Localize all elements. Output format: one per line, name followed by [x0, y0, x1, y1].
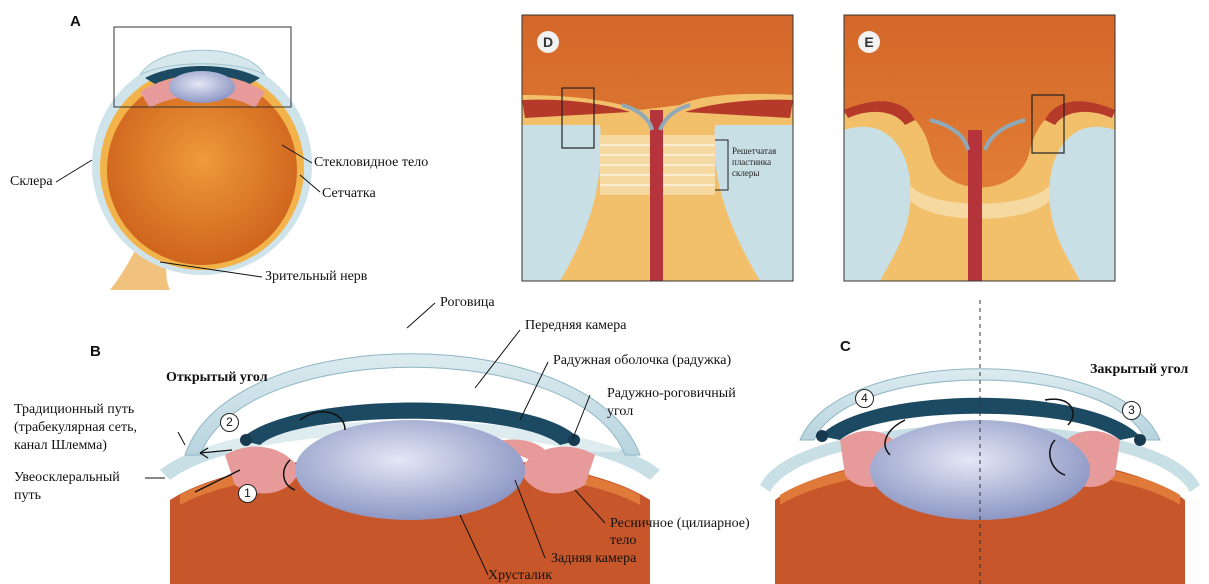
label-iridocorneal-1: Радужно-роговичный — [607, 386, 736, 402]
marker-2: 2 — [220, 413, 239, 432]
panel-b-open-angle — [145, 303, 660, 584]
label-closed-angle: Закрытый угол — [1090, 362, 1188, 378]
label-uveoscleral-1: Увеосклеральный — [14, 470, 120, 486]
panel-a-eye — [56, 27, 320, 290]
label-cornea: Роговица — [440, 295, 495, 311]
label-lamina-2: пластинка — [732, 157, 771, 167]
label-traditional-3: канал Шлемма) — [14, 438, 107, 454]
label-sclera: Склера — [10, 174, 53, 190]
label-anterior-chamber: Передняя камера — [525, 318, 626, 334]
label-traditional-1: Традиционный путь — [14, 402, 134, 418]
label-lamina-1: Решетчатая — [732, 146, 776, 156]
label-open-angle: Открытый угол — [166, 370, 268, 386]
label-lens: Хрусталик — [488, 568, 552, 584]
label-vitreous: Стекловидное тело — [314, 155, 428, 171]
label-posterior-chamber: Задняя камера — [551, 551, 636, 567]
panel-c-closed-angle — [760, 300, 1200, 584]
label-iridocorneal-2: угол — [607, 404, 633, 420]
label-iris: Радужная оболочка (радужка) — [553, 353, 731, 369]
label-traditional-2: (трабекулярная сеть, — [14, 420, 137, 436]
label-lamina-3: склеры — [732, 168, 759, 178]
panel-label-d: D — [537, 31, 559, 53]
label-retina: Сетчатка — [322, 186, 376, 202]
lens-b — [295, 420, 525, 520]
panel-label-b: B — [90, 343, 101, 360]
label-optic-nerve: Зрительный нерв — [265, 269, 367, 285]
label-ciliary-1: Ресничное (цилиарное) — [610, 516, 750, 532]
panel-label-e: E — [858, 31, 880, 53]
lens-a — [169, 71, 235, 103]
panel-label-c: C — [840, 338, 851, 355]
label-ciliary-2: тело — [610, 533, 636, 549]
marker-3: 3 — [1122, 401, 1141, 420]
marker-1: 1 — [238, 484, 257, 503]
panel-label-a: A — [70, 13, 81, 30]
panel-e — [844, 15, 1115, 281]
label-uveoscleral-2: путь — [14, 488, 41, 504]
vitreous-body — [107, 75, 297, 265]
marker-4: 4 — [855, 389, 874, 408]
